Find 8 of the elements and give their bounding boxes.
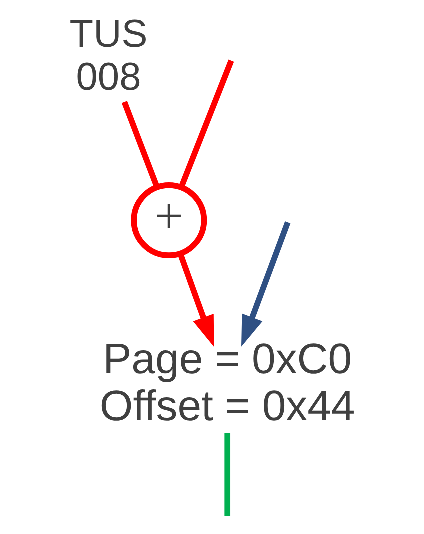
connector [224, 433, 230, 516]
node-circle: + [130, 182, 207, 258]
node-text: TUS 008 [69, 13, 148, 99]
arrow [241, 222, 290, 347]
connector [178, 60, 234, 189]
connector [121, 101, 160, 188]
arrow [177, 253, 214, 348]
node-text: Page = 0xC0 Offset = 0x44 [99, 336, 355, 430]
